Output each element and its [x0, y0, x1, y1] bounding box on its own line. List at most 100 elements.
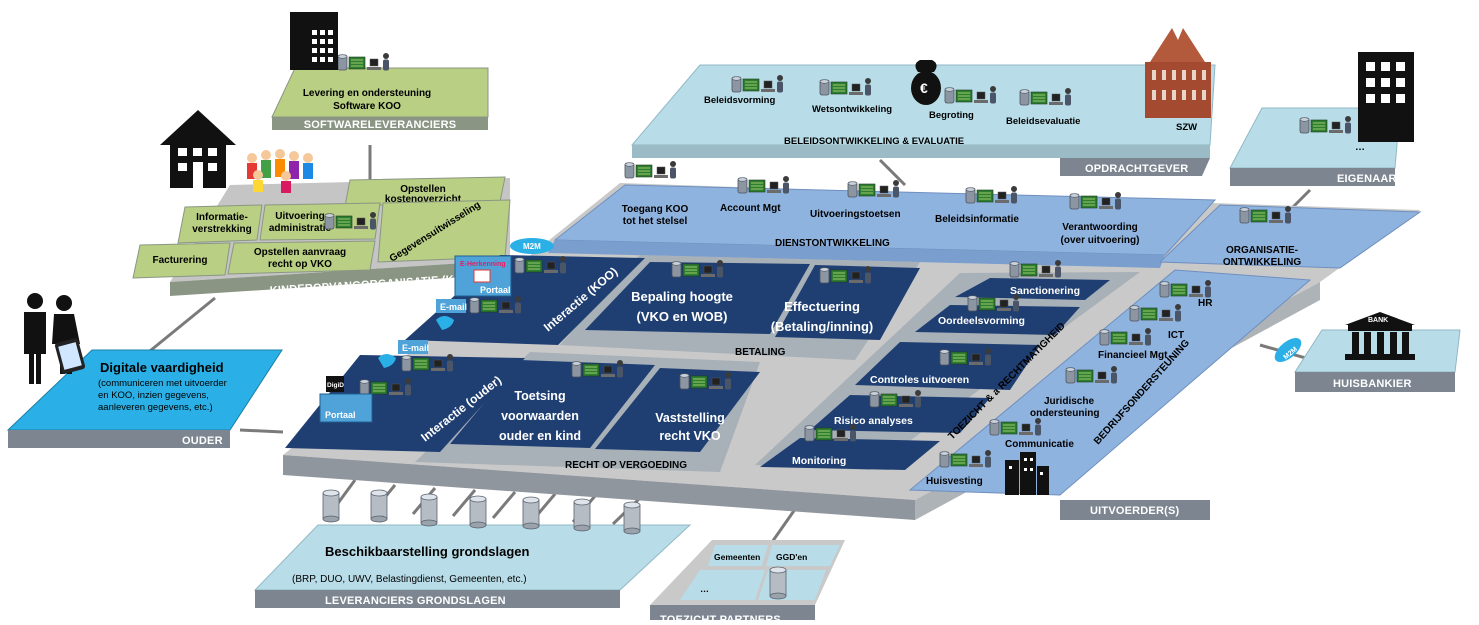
- software-item-line1: Levering en ondersteuning: [303, 88, 431, 99]
- ouder-label: OUDER: [182, 435, 223, 447]
- recht-vaststelling-line2: recht VKO: [659, 429, 720, 443]
- bedrijf-huisvesting: Huisvesting: [926, 476, 983, 487]
- opdrachtgever-begroting: Begroting: [929, 110, 974, 121]
- dienst-verantwoording-line2: (over uitvoering): [1061, 235, 1140, 246]
- opdrachtgever-szw: SZW: [1176, 122, 1197, 133]
- digid-label: DigiD: [327, 382, 344, 389]
- betaling-effectuering-line1: Effectuering: [784, 299, 860, 314]
- ouder-desc-line2: en KOO, inzien gegevens,: [98, 390, 209, 401]
- koo-uitvoering-line2: administratie: [269, 223, 332, 234]
- software-item-line2: Software KOO: [333, 101, 401, 112]
- grondslagen-label: LEVERANCIERS GRONDSLAGEN: [325, 595, 506, 607]
- digid-portaal-icon[interactable]: DigiD Portaal: [319, 376, 373, 423]
- parents-icon: [24, 293, 86, 384]
- city-buildings-icon: [1005, 452, 1049, 495]
- office-building-icon: [290, 12, 338, 70]
- ouder-title: Digitale vaardigheid: [100, 360, 224, 375]
- toezichtpartners-ggd: GGD'en: [776, 552, 807, 562]
- ouder-platform: Digitale vaardigheid (communiceren met u…: [6, 349, 283, 448]
- softwareleveranciers-label: SOFTWARELEVERANCIERS: [304, 119, 457, 131]
- toezicht-risico: Risico analyses: [834, 415, 913, 427]
- ouder-desc-line3: aanleveren gegevens, etc.): [98, 402, 213, 413]
- email-koo-icon[interactable]: E-mail: [436, 299, 467, 330]
- bedrijf-communicatie: Communicatie: [1005, 439, 1074, 450]
- svg-text:€: €: [920, 80, 928, 96]
- grondslagen-title: Beschikbaarstelling grondslagen: [325, 544, 530, 559]
- dienst-toetsen: Uitvoeringstoetsen: [810, 209, 901, 220]
- m2m-cloud-icon[interactable]: M2M: [510, 238, 554, 254]
- koo-kosten-line1: Opstellen: [400, 184, 446, 195]
- dienstontwikkeling-label: DIENSTONTWIKKELING: [775, 238, 890, 249]
- recht-label: RECHT OP VERGOEDING: [565, 460, 687, 471]
- children-group-icon: [247, 149, 313, 193]
- dienst-toegang-line2: tot het stelsel: [623, 216, 688, 227]
- portaal-koo-label: Portaal: [480, 285, 511, 295]
- eigenaar-platform: … EIGENAAR: [1229, 107, 1401, 186]
- email-ouder-icon[interactable]: E-mail: [378, 340, 429, 368]
- opdrachtgever-beleidsevaluatie: Beleidsevaluatie: [1006, 116, 1080, 127]
- dienst-toegang-line1: Toegang KOO: [622, 204, 689, 215]
- betaling-label: BETALING: [735, 347, 786, 358]
- recht-toetsing-line3: ouder en kind: [499, 429, 581, 443]
- eigenaar-dots: …: [1355, 142, 1365, 153]
- bedrijf-hr: HR: [1198, 298, 1213, 309]
- grondslagen-desc: (BRP, DUO, UWV, Belastingdienst, Gemeent…: [292, 574, 527, 585]
- koo-informatie-line1: Informatie-: [196, 212, 248, 223]
- office-tower-icon: [1358, 52, 1414, 142]
- bedrijf-financieel: Financieel Mgt: [1098, 350, 1168, 361]
- toezicht-sanctionering: Sanctionering: [1010, 285, 1080, 297]
- toezicht-platform: Sanctionering Oordeelsvorming Controles …: [755, 260, 1140, 470]
- betaling-platform: Bepaling hoogte (VKO en WOB) Effectuerin…: [560, 255, 920, 360]
- koo-platform: KINDEROPVANGORGANISATIE (KOO) Opstellen …: [132, 176, 511, 297]
- bedrijf-juridisch-line2: ondersteuning: [1030, 408, 1099, 419]
- recht-op-vergoeding-platform: Toetsing voorwaarden ouder en kind Vasts…: [415, 352, 760, 472]
- szw-building-icon: [1145, 28, 1211, 118]
- toezicht-monitoring: Monitoring: [792, 455, 846, 467]
- recht-toetsing-line2: voorwaarden: [501, 409, 579, 423]
- eherkenning-label: E-Herkenning: [460, 261, 506, 268]
- opdrachtgever-platform: Beleidsvorming Wetsontwikkeling Begrotin…: [630, 64, 1216, 176]
- huisbankier-platform: HUISBANKIER BANK: [1294, 312, 1461, 392]
- org-line2: ONTWIKKELING: [1223, 257, 1302, 268]
- money-bag-icon: €: [911, 60, 941, 105]
- organisatieontwikkeling-platform: ORGANISATIE- ONTWIKKELING: [1158, 204, 1422, 269]
- opdrachtgever-label: OPDRACHTGEVER: [1085, 163, 1188, 175]
- m2m-label: M2M: [523, 242, 541, 251]
- ouder-desc-line1: (communiceren met uitvoerder: [98, 378, 227, 389]
- eigenaar-label: EIGENAAR: [1337, 173, 1397, 185]
- portaal-ouder-label: Portaal: [325, 410, 356, 420]
- recht-toetsing-line1: Toetsing: [514, 389, 565, 403]
- betaling-bepaling-line2: (VKO en WOB): [637, 309, 728, 324]
- bedrijf-ict: ICT: [1168, 330, 1184, 341]
- betaling-effectuering-line2: (Betaling/inning): [771, 319, 874, 334]
- dienst-beleidsinfo: Beleidsinformatie: [935, 214, 1019, 225]
- toezicht-oordeelsvorming: Oordeelsvorming: [938, 315, 1025, 327]
- toezichtpartners-label: TOEZICHT PARTNERS: [660, 614, 781, 625]
- house-icon: [160, 110, 236, 188]
- email-koo-label: E-mail: [440, 302, 467, 312]
- email-ouder-label: E-mail: [402, 343, 429, 353]
- eherkenning-portaal-icon[interactable]: E-Herkenning Portaal: [454, 255, 512, 297]
- huisbankier-label: HUISBANKIER: [1333, 378, 1412, 390]
- opdrachtgever-beleidsvorming: Beleidsvorming: [704, 95, 775, 106]
- softwareleveranciers-platform: Levering en ondersteuning Software KOO S…: [271, 53, 489, 131]
- dienstontwikkeling-platform: Toegang KOO tot het stelsel Account Mgt …: [548, 161, 1217, 268]
- dienst-verantwoording-line1: Verantwoording: [1062, 222, 1138, 233]
- toezichtpartners-gemeenten: Gemeenten: [714, 552, 760, 562]
- uitvoerder-label: UITVOERDER(S): [1090, 505, 1180, 517]
- dienst-account: Account Mgt: [720, 203, 781, 214]
- koo-kosten-line2: kostenoverzicht: [385, 194, 462, 205]
- koo-facturering: Facturering: [152, 255, 207, 266]
- org-line1: ORGANISATIE-: [1226, 245, 1298, 256]
- koo-aanvraag-line2: recht op VKO: [268, 259, 332, 270]
- beleidsontwikkeling-label: BELEIDSONTWIKKELING & EVALUATIE: [784, 136, 964, 147]
- bank-logo-label: BANK: [1368, 317, 1388, 324]
- toezichtpartners-dots: …: [700, 584, 709, 594]
- koo-uitvoering-line1: Uitvoering: [275, 211, 324, 222]
- toezichtpartners-platform: Gemeenten GGD'en … TOEZICHT PARTNERS: [650, 540, 845, 625]
- bedrijf-juridisch-line1: Juridische: [1044, 396, 1094, 407]
- grondslagen-platform: Beschikbaarstelling grondslagen (BRP, DU…: [253, 524, 692, 608]
- opdrachtgever-wetsontwikkeling: Wetsontwikkeling: [812, 104, 892, 115]
- recht-vaststelling-line1: Vaststelling: [655, 411, 724, 425]
